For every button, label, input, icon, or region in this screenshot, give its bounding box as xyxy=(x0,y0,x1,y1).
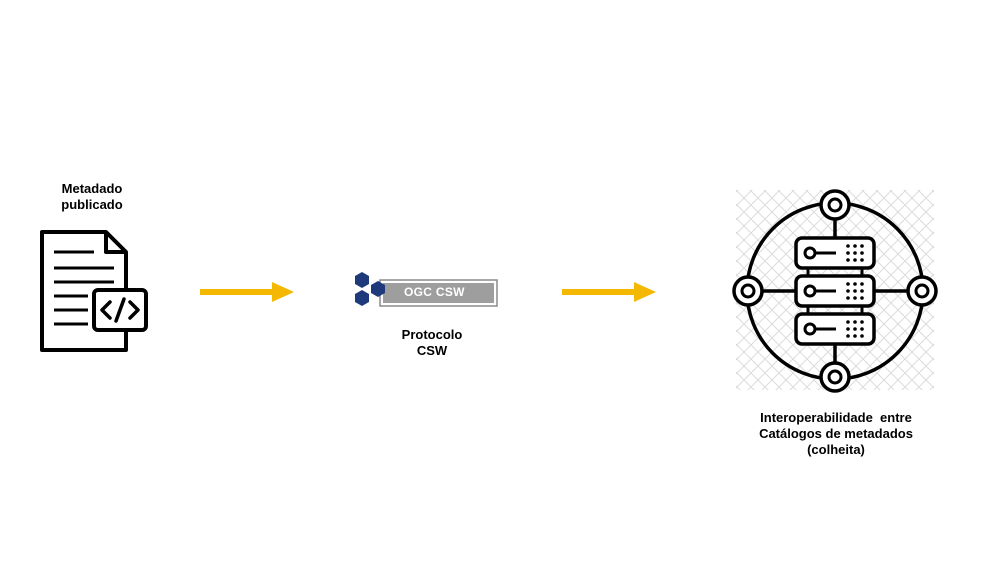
ogc-csw-badge xyxy=(355,272,498,307)
server-network-icon xyxy=(732,189,938,393)
ogc-csw-badge-text: OGC CSW xyxy=(404,285,465,299)
server-rack xyxy=(794,312,876,346)
catalog-label-line1: Interoperabilidade entre xyxy=(760,410,912,425)
document-label-line2: publicado xyxy=(61,197,123,212)
code-document-icon xyxy=(40,230,148,352)
document-label-line1: Metadado xyxy=(61,181,123,196)
csw-label-line2: CSW xyxy=(416,343,448,358)
hexagon-cluster-icon xyxy=(355,272,385,306)
catalog-label-line3: (colheita) xyxy=(807,442,865,457)
catalog-label-line2: Catálogos de metadados xyxy=(759,426,913,441)
catalog-label: Interoperabilidade entre Catálogos de me… xyxy=(720,410,952,458)
server-rack xyxy=(794,274,876,308)
arrow-right-icon xyxy=(200,282,294,302)
csw-label: Protocolo CSW xyxy=(380,327,484,359)
server-rack xyxy=(794,236,876,270)
document-label: Metadado publicado xyxy=(40,181,144,213)
arrow-right-icon xyxy=(562,282,656,302)
csw-label-line1: Protocolo xyxy=(401,327,463,342)
